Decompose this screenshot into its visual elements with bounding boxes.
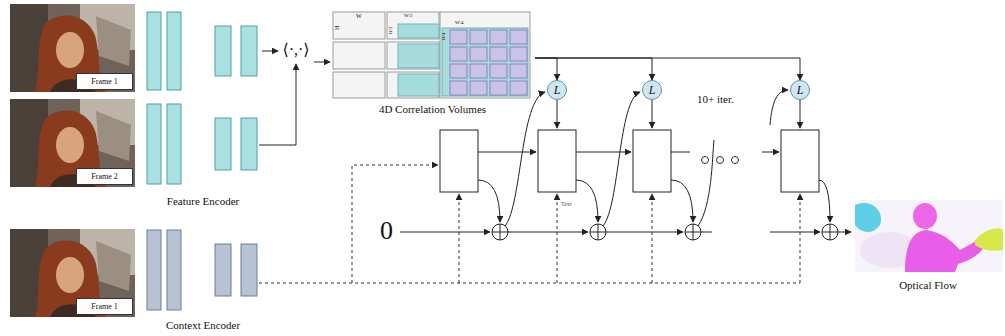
- connector-arrow: [262, 51, 278, 52]
- update-block: [440, 130, 819, 192]
- node-text: Frame 1: [91, 302, 117, 312]
- node-text: 4D Correlation Volumes: [379, 102, 486, 116]
- ellipsis-dots: [702, 157, 739, 164]
- dimension-label: H/4: [441, 33, 447, 41]
- frame-label: Frame 1: [76, 298, 133, 315]
- feature-encoder: Feature Encoder: [144, 8, 262, 208]
- lookup-outline: [791, 81, 810, 100]
- correlation-volumes: 4D Correlation Volumes: [330, 8, 535, 116]
- lookup-circle: L: [790, 80, 810, 100]
- correlation-volumes: [333, 12, 530, 98]
- connector-arrow: [535, 58, 800, 80]
- node-text: ⟨·,·⟩: [282, 40, 309, 60]
- sum-symbol: [492, 224, 838, 240]
- node-text: Context Encoder: [166, 318, 240, 332]
- node-text: Frame 2: [91, 172, 117, 182]
- connector-arrow: [314, 62, 330, 63]
- lookup-circle: L: [547, 80, 567, 100]
- lookup-circle: L: [642, 80, 662, 100]
- frame-image: [10, 4, 135, 92]
- note-label: W: [356, 13, 362, 20]
- node-text: L: [554, 83, 561, 97]
- connector-arrow: [535, 58, 557, 80]
- note-label: W/4: [455, 20, 464, 26]
- feature-encoder-layers: [147, 12, 257, 184]
- flow-wires: [259, 64, 851, 232]
- context-encoder: Context Encoder: [144, 228, 262, 332]
- frame-image: [10, 229, 135, 317]
- node-text: Frame 1: [91, 77, 117, 87]
- inner-product: ⟨·,·⟩: [278, 38, 314, 62]
- note-label: W/2: [404, 13, 413, 19]
- connector-arrow: [535, 58, 652, 80]
- flow-image: [855, 200, 1003, 272]
- frame-image: [10, 99, 135, 187]
- context-wires: [259, 165, 800, 283]
- frame-label: Frame 1: [76, 73, 133, 90]
- frame-label: Frame 2: [76, 168, 133, 185]
- context-encoder-layers: [147, 230, 257, 310]
- dimension-label: H: [334, 26, 341, 30]
- note-label: Text: [561, 201, 572, 208]
- node-text: Feature Encoder: [167, 194, 239, 208]
- lookup-outline: [643, 81, 662, 100]
- optical-flow: Optical Flow: [853, 198, 1003, 292]
- note-label: 0: [380, 216, 393, 246]
- node-text: Optical Flow: [899, 278, 957, 292]
- node-text: L: [797, 83, 804, 97]
- note-label: 10+ iter.: [697, 93, 734, 106]
- lookup-outline: [548, 81, 567, 100]
- node-text: L: [649, 83, 656, 97]
- dimension-label: H/2: [388, 27, 394, 35]
